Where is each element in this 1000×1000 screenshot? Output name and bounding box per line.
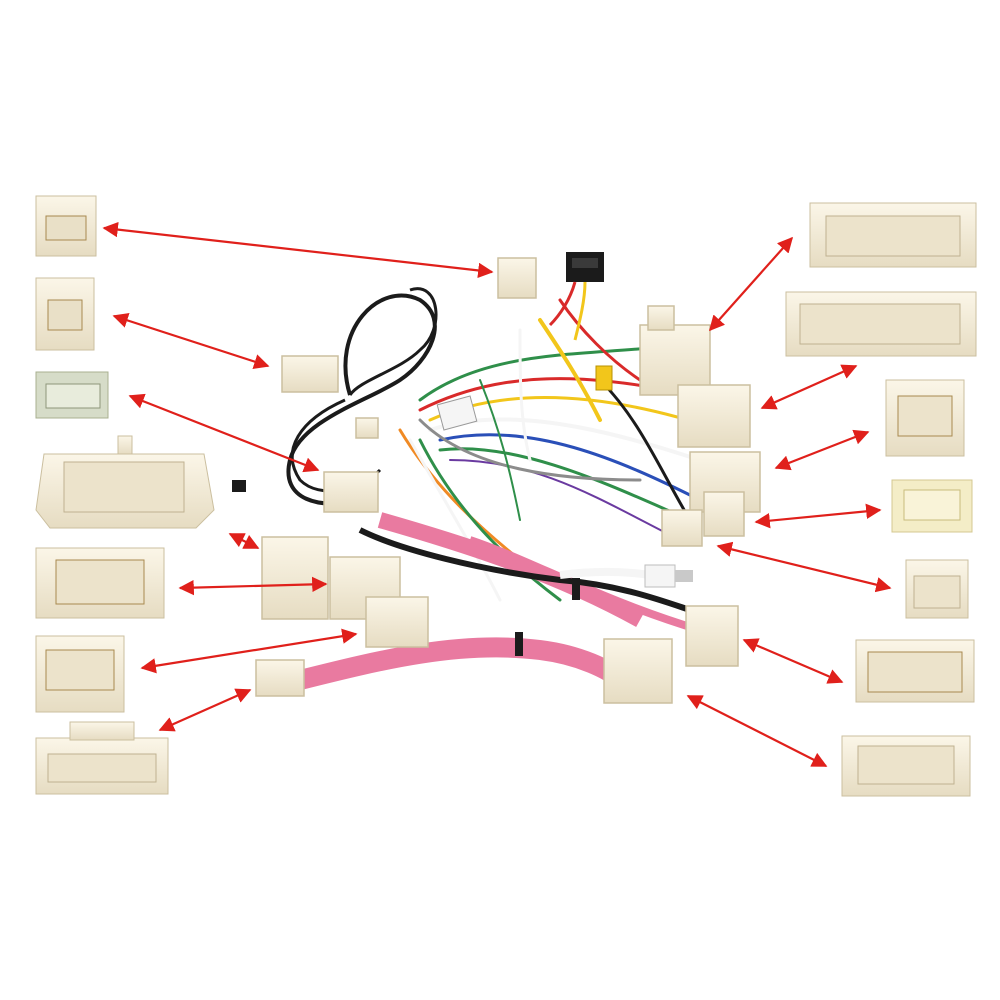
connector-right-4	[891, 479, 973, 533]
arrow	[754, 503, 882, 529]
connector-left-2	[35, 277, 95, 351]
connector-right-5	[905, 559, 969, 619]
connector-left-3	[35, 371, 109, 419]
zip-tie	[572, 578, 580, 600]
connector-right-1	[809, 202, 977, 268]
connector-left-obd	[35, 435, 215, 529]
pointer-arrows	[102, 221, 892, 767]
arrow	[128, 393, 320, 473]
arrow	[112, 312, 270, 370]
center-connectors	[255, 257, 761, 704]
rca-plug	[559, 564, 693, 588]
wiring-harness	[232, 252, 761, 704]
arrow	[102, 221, 494, 279]
connector-left-5	[35, 547, 165, 619]
connector-right-7	[841, 735, 971, 797]
arrow	[158, 688, 252, 732]
zip-tie	[515, 632, 523, 656]
black-sheath-cable	[358, 527, 691, 613]
yellow-rca	[595, 365, 613, 391]
arrow	[716, 541, 892, 593]
connector-right-6	[855, 639, 975, 703]
black-cable	[286, 293, 437, 506]
black-top-connector	[548, 252, 604, 341]
arrow	[686, 695, 828, 767]
connector-right-2	[785, 291, 977, 357]
arrow	[228, 533, 260, 549]
arrow	[760, 364, 858, 410]
arrow	[774, 429, 870, 471]
connector-left-1	[35, 195, 97, 257]
arrow	[742, 638, 844, 684]
left-connectors	[35, 195, 215, 795]
arrow	[708, 236, 794, 332]
connector-left-7	[35, 721, 169, 795]
connector-right-3	[885, 379, 965, 457]
black-cable-3	[348, 287, 438, 396]
cable-label-tag	[436, 395, 478, 431]
arrow	[140, 628, 358, 674]
right-connectors	[785, 202, 977, 797]
small-black-connector	[232, 480, 246, 492]
arrow	[178, 576, 328, 596]
connector-left-6	[35, 635, 125, 713]
